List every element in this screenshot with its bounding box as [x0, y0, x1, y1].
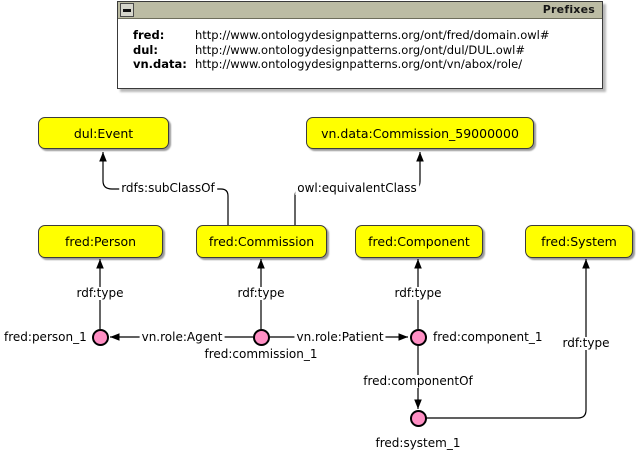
instance-node-commission-1[interactable]: [253, 329, 270, 346]
instance-node-component-1[interactable]: [410, 329, 427, 346]
instance-node-system-1[interactable]: [410, 410, 427, 427]
instance-label-commission-1: fred:commission_1: [202, 347, 320, 361]
edge-label-componentof: fred:componentOf: [361, 374, 475, 388]
edge-label-type-system: rdf:type: [560, 336, 612, 350]
class-node-vn-data-commission[interactable]: vn.data:Commission_59000000: [306, 117, 534, 149]
prefix-key: vn.data:: [133, 57, 187, 71]
prefix-key: fred:: [133, 28, 165, 42]
edge-label-type-commission: rdf:type: [235, 286, 287, 300]
instance-label-system-1: fred:system_1: [373, 436, 463, 450]
edge-label-type-component: rdf:type: [392, 286, 444, 300]
edge-label-subclassof: rdfs:subClassOf: [119, 181, 217, 195]
instance-node-person-1[interactable]: [92, 329, 109, 346]
prefix-row: fred: http://www.ontologydesignpatterns.o…: [133, 28, 550, 43]
edge-label-type-person: rdf:type: [74, 286, 126, 300]
prefix-uri: http://www.ontologydesignpatterns.org/on…: [195, 28, 550, 42]
prefixes-list: fred: http://www.ontologydesignpatterns.o…: [133, 28, 550, 72]
edge-label-patient: vn.role:Patient: [294, 330, 386, 344]
class-node-fred-person[interactable]: fred:Person: [38, 225, 163, 258]
minimize-icon[interactable]: [120, 3, 134, 17]
class-node-fred-system[interactable]: fred:System: [525, 225, 633, 258]
prefixes-panel: Prefixes fred: http://www.ontologydesignp…: [117, 1, 603, 89]
class-node-dul-event[interactable]: dul:Event: [38, 117, 169, 149]
class-node-fred-commission[interactable]: fred:Commission: [196, 225, 327, 258]
prefix-row: dul: http://www.ontologydesignpatterns.or…: [133, 43, 550, 58]
instance-label-component-1: fred:component_1: [431, 330, 545, 344]
edge-label-agent: vn.role:Agent: [139, 330, 225, 344]
prefix-uri: http://www.ontologydesignpatterns.org/on…: [195, 42, 526, 57]
prefixes-titlebar: Prefixes: [118, 2, 602, 19]
class-node-fred-component[interactable]: fred:Component: [355, 225, 483, 258]
instance-label-person-1: fred:person_1: [2, 330, 89, 344]
prefix-key: dul:: [133, 42, 158, 57]
edge-label-equivalentclass: owl:equivalentClass: [295, 181, 419, 195]
prefix-uri: http://www.ontologydesignpatterns.org/on…: [195, 57, 523, 71]
prefixes-panel-title: Prefixes: [542, 3, 595, 16]
prefix-row: vn.data: http://www.ontologydesignpattern…: [133, 57, 550, 72]
